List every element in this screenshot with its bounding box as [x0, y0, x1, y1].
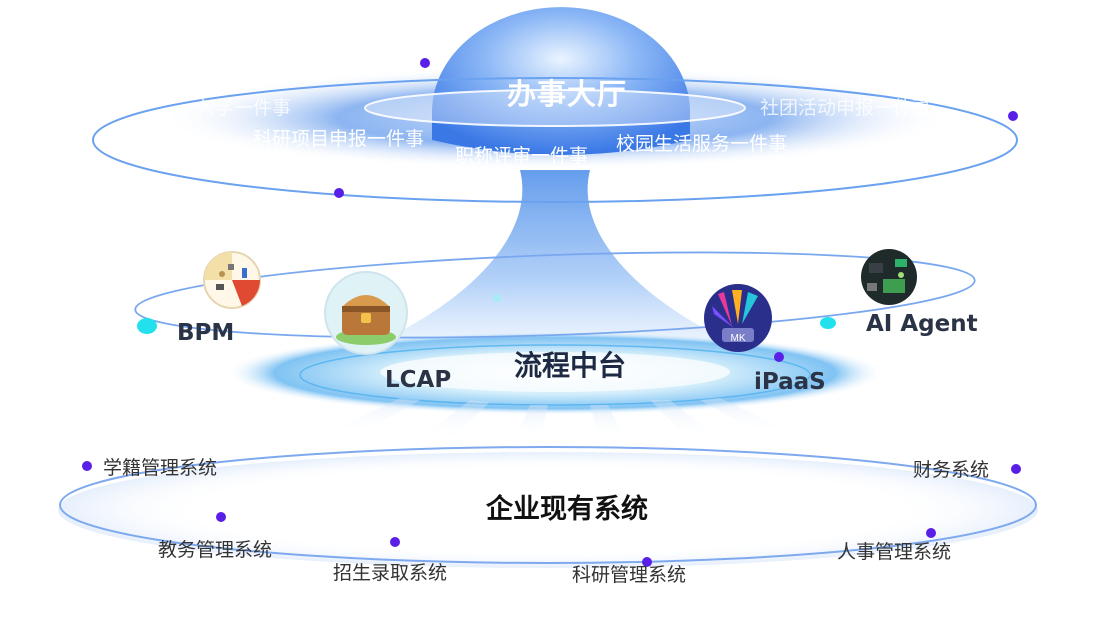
- cyan-dots: [137, 294, 836, 334]
- platform-item-bpm: BPM: [177, 320, 235, 346]
- dot: [1008, 111, 1018, 121]
- dot: [926, 528, 936, 538]
- dot: [642, 557, 652, 567]
- hall-item-title-review: 职称评审一件事: [455, 145, 589, 167]
- hall-item-club-activity: 社团活动申报一件事: [760, 97, 932, 119]
- system-hr: 人事管理系统: [837, 541, 952, 563]
- platform-rays: [330, 398, 790, 440]
- systems-title: 企业现有系统: [486, 494, 648, 525]
- platform-item-lcap: LCAP: [385, 367, 452, 393]
- dot: [216, 512, 226, 522]
- platform-orbit: [134, 251, 976, 339]
- dot: [1011, 464, 1021, 474]
- system-research-management: 科研管理系统: [572, 564, 687, 586]
- lcap-icon: [324, 271, 408, 355]
- ipaas-icon: [704, 284, 772, 352]
- ai-agent-icon: [861, 249, 917, 305]
- system-finance: 财务系统: [913, 459, 990, 481]
- hall-ring: [92, 77, 1018, 203]
- dot: [334, 188, 344, 198]
- hall-item-campus-life: 校园生活服务一件事: [616, 133, 788, 155]
- hall-item-enrollment: 入学一件事: [196, 97, 292, 119]
- funnel-beam: [330, 170, 780, 360]
- hall-title: 办事大厅: [507, 77, 628, 111]
- dot: [82, 461, 92, 471]
- system-student-records: 学籍管理系统: [103, 457, 218, 479]
- platform-item-ai-agent: AI Agent: [866, 311, 978, 337]
- purple-dots: [82, 58, 1021, 567]
- system-admissions: 招生录取系统: [333, 562, 448, 584]
- systems-area: [58, 452, 1038, 568]
- system-academic-affairs: 教务管理系统: [158, 539, 273, 561]
- platform-item-ipaas: iPaaS: [754, 369, 826, 395]
- hall-item-research-project: 科研项目申报一件事: [253, 128, 425, 150]
- ipaas-badge-text: MK: [731, 333, 746, 344]
- systems-ring: [59, 446, 1037, 564]
- hall-dome: [432, 7, 690, 155]
- dot: [420, 58, 430, 68]
- dot: [390, 537, 400, 547]
- dot: [774, 352, 784, 362]
- platform-title: 流程中台: [514, 349, 627, 382]
- bpm-icon: [203, 251, 261, 309]
